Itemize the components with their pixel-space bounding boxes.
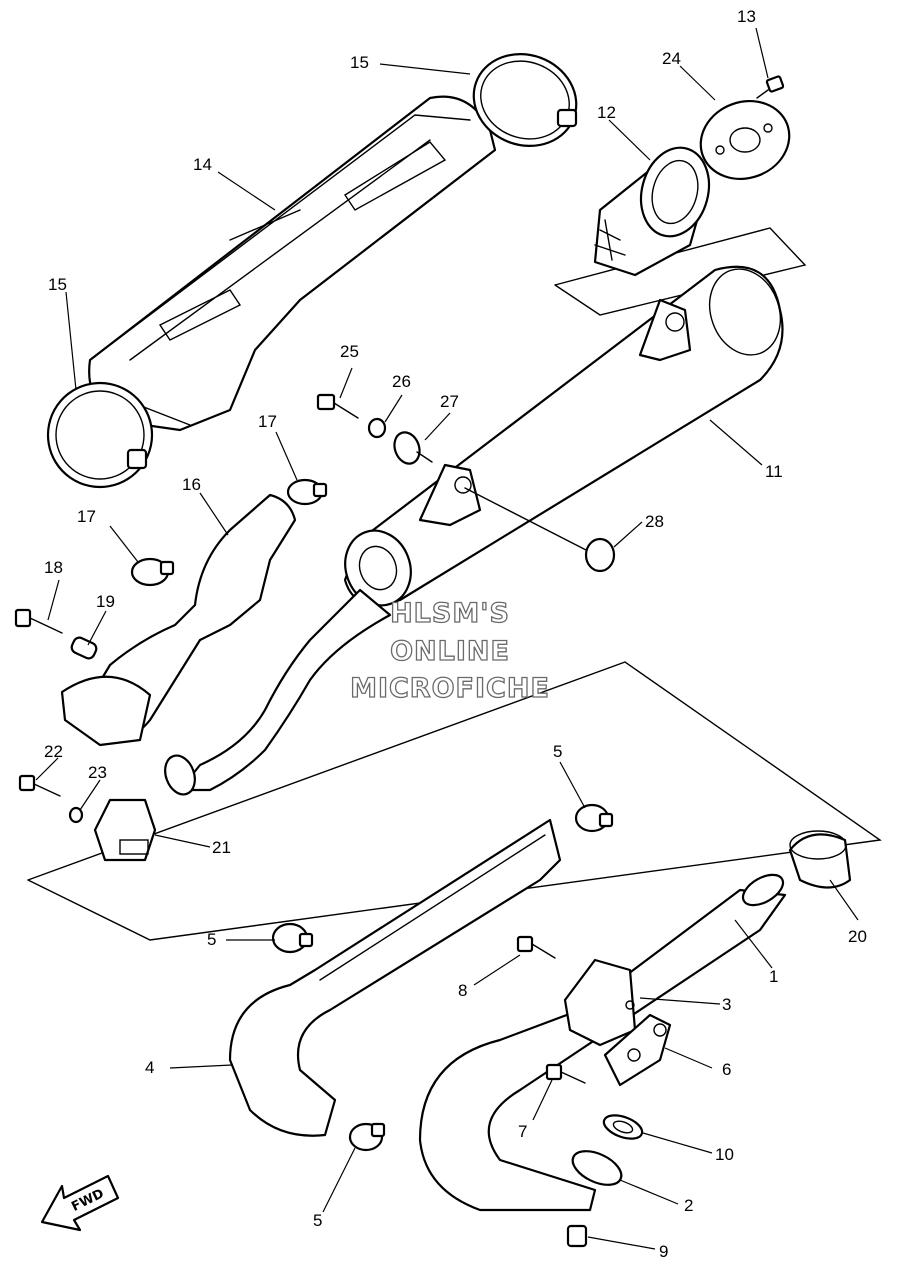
heat-shield-part-14[interactable] xyxy=(88,95,497,432)
callout-20: 20 xyxy=(848,927,867,946)
bolt-part-18[interactable] xyxy=(14,608,63,634)
callout-17-upper: 17 xyxy=(258,412,277,431)
bracket-part-3[interactable] xyxy=(563,958,637,1047)
gasket-part-10[interactable] xyxy=(601,1111,645,1143)
clamp-part-15-left[interactable] xyxy=(40,375,160,495)
inner-pipe-part-12[interactable] xyxy=(593,140,719,277)
callout-15-left: 15 xyxy=(48,275,67,294)
leader-lines xyxy=(35,27,859,1250)
callout-16: 16 xyxy=(182,475,201,494)
forward-arrow-icon: FWD xyxy=(40,1174,120,1232)
flange-part-2[interactable] xyxy=(568,1144,627,1191)
clamp-part-5-right[interactable] xyxy=(574,803,614,833)
bolt-part-22[interactable] xyxy=(18,774,61,797)
protector-part-4[interactable] xyxy=(228,818,562,1137)
callout-2: 2 xyxy=(684,1196,693,1215)
callout-14: 14 xyxy=(193,155,212,174)
bracket-part-6[interactable] xyxy=(603,1013,672,1087)
callout-9: 9 xyxy=(659,1242,668,1261)
grommet-part-27[interactable] xyxy=(390,429,433,467)
bolt-part-13[interactable] xyxy=(756,75,785,99)
callout-17-lower: 17 xyxy=(77,507,96,526)
callout-13: 13 xyxy=(737,7,756,26)
callout-18: 18 xyxy=(44,558,63,577)
gasket-part-20[interactable] xyxy=(788,830,852,889)
clamp-part-17-lower[interactable] xyxy=(130,557,175,587)
callout-21: 21 xyxy=(212,838,231,857)
callout-5-middle: 5 xyxy=(207,930,216,949)
callout-25: 25 xyxy=(340,342,359,361)
callout-labels: 15 14 15 12 24 13 25 26 27 17 16 17 18 1… xyxy=(44,7,867,1261)
clamp-part-5-lower[interactable] xyxy=(348,1122,386,1152)
clamp-part-15-top[interactable] xyxy=(461,40,590,160)
callout-10: 10 xyxy=(715,1145,734,1164)
bolt-part-7[interactable] xyxy=(545,1063,586,1084)
callout-3: 3 xyxy=(722,995,731,1014)
callout-15-top: 15 xyxy=(350,53,369,72)
callout-12: 12 xyxy=(597,103,616,122)
exhaust-pipe-middle[interactable] xyxy=(160,588,392,799)
callout-1: 1 xyxy=(769,967,778,986)
nut-part-9[interactable] xyxy=(566,1224,588,1248)
bracket-part-21[interactable] xyxy=(93,798,157,862)
bolt-part-25[interactable] xyxy=(316,393,359,419)
spacer-part-19[interactable] xyxy=(70,636,99,661)
bolt-part-8[interactable] xyxy=(516,935,556,959)
washer-part-26[interactable] xyxy=(367,417,387,439)
watermark-line-2: ONLINE xyxy=(390,636,510,667)
muffler-part-11[interactable] xyxy=(335,259,792,615)
callout-22: 22 xyxy=(44,742,63,761)
end-cap-part-24[interactable] xyxy=(690,89,801,191)
callout-8: 8 xyxy=(458,981,467,1000)
callout-24: 24 xyxy=(662,49,681,68)
callout-5-lower: 5 xyxy=(313,1211,322,1230)
callout-26: 26 xyxy=(392,372,411,391)
callout-11: 11 xyxy=(765,462,783,481)
watermark-line-1: HLSM'S xyxy=(390,598,510,629)
assembly-boundary-lines xyxy=(27,227,882,941)
callout-28: 28 xyxy=(645,512,664,531)
callout-27: 27 xyxy=(440,392,459,411)
callout-6: 6 xyxy=(722,1060,731,1079)
watermark: HLSM'S ONLINE MICROFICHE xyxy=(349,597,550,704)
callout-19: 19 xyxy=(96,592,115,611)
washer-part-23[interactable] xyxy=(68,806,84,824)
callout-4: 4 xyxy=(145,1058,154,1077)
clamp-part-17-upper[interactable] xyxy=(286,478,328,506)
clamp-part-5-middle[interactable] xyxy=(271,922,314,954)
callout-5-right: 5 xyxy=(553,742,562,761)
exhaust-pipe-part-1[interactable] xyxy=(418,869,788,1212)
collar-part-28[interactable] xyxy=(464,487,616,573)
joint-pipe-part-16[interactable] xyxy=(60,493,297,747)
callout-7: 7 xyxy=(518,1122,527,1141)
callout-23: 23 xyxy=(88,763,107,782)
watermark-line-3: MICROFICHE xyxy=(350,673,550,704)
